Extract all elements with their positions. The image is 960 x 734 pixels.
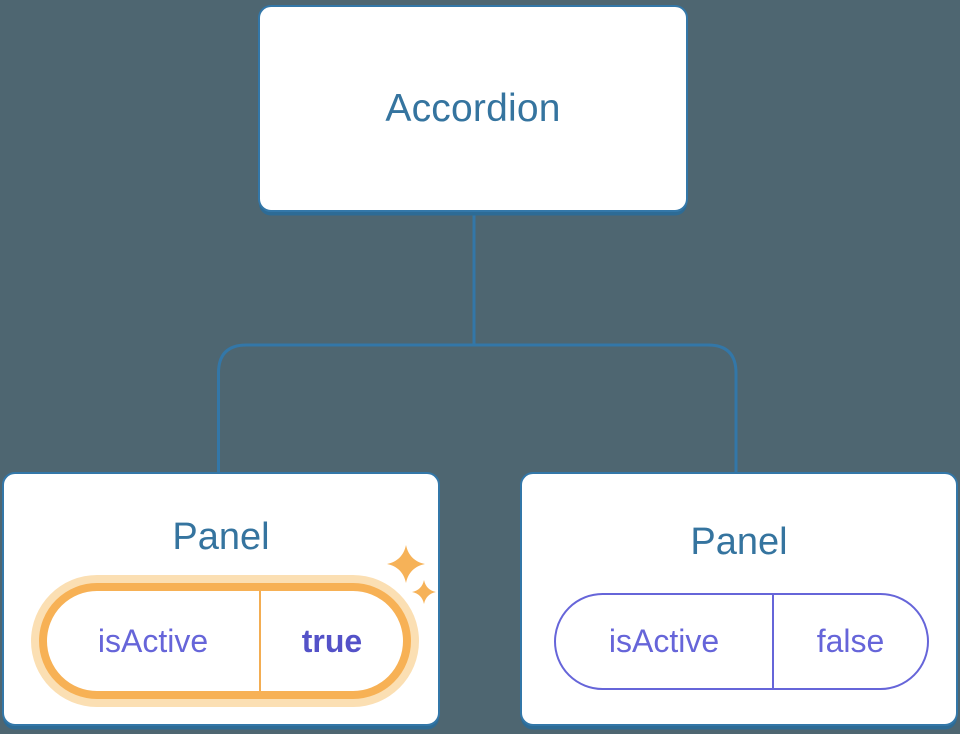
panel-node-title: Panel [172,516,270,558]
state-key-label: isActive [608,623,720,659]
state-pill-inactive: isActive false [554,593,929,690]
state-value-label: true [301,622,363,659]
pill-divider [259,591,261,691]
panel-node-title: Panel [690,521,788,563]
panel-node-active: Panel isActive true [2,472,440,726]
state-pill-active: isActive true [39,583,411,699]
pill-divider [772,595,774,688]
panel-node-inactive: Panel isActive false [520,472,958,726]
state-key-label: isActive [97,622,209,659]
accordion-node: Accordion [258,5,688,212]
accordion-node-label: Accordion [385,86,561,130]
connector-branch [217,343,738,472]
sparkle-icon [412,580,436,604]
state-value-label: false [816,623,885,659]
